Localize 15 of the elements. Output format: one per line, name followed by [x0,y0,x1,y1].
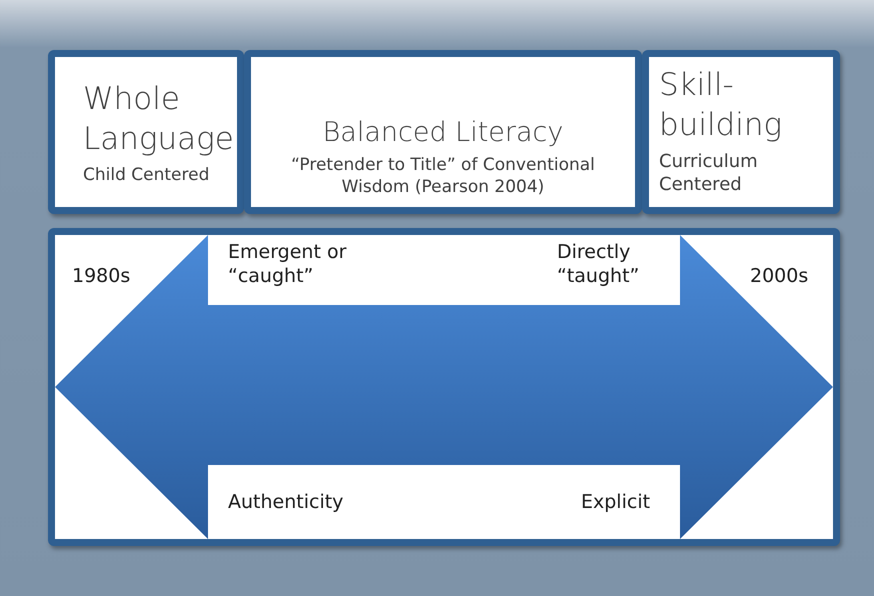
box-subtext: Curriculum Centered [659,150,759,196]
box-heading: Balanced Literacy [322,116,564,150]
spectrum-label: Emergent or “caught” [228,240,348,288]
spectrum-label: 2000s [750,264,808,288]
box-subtext: “Pretender to Title” of Conventional Wisdom (Pearson 2004) [290,154,596,198]
category-box [244,50,642,214]
box-heading: Skill-building [659,66,784,146]
box-heading: Whole Language [83,80,235,160]
spectrum-label: Directly “taught” [557,240,640,288]
category-box [48,50,244,214]
spectrum-label: 1980s [72,264,130,288]
category-box [642,50,840,214]
box-subtext: Child Centered [83,164,210,186]
spectrum-label: Explicit [581,490,650,514]
spectrum-label: Authenticity [228,490,344,514]
